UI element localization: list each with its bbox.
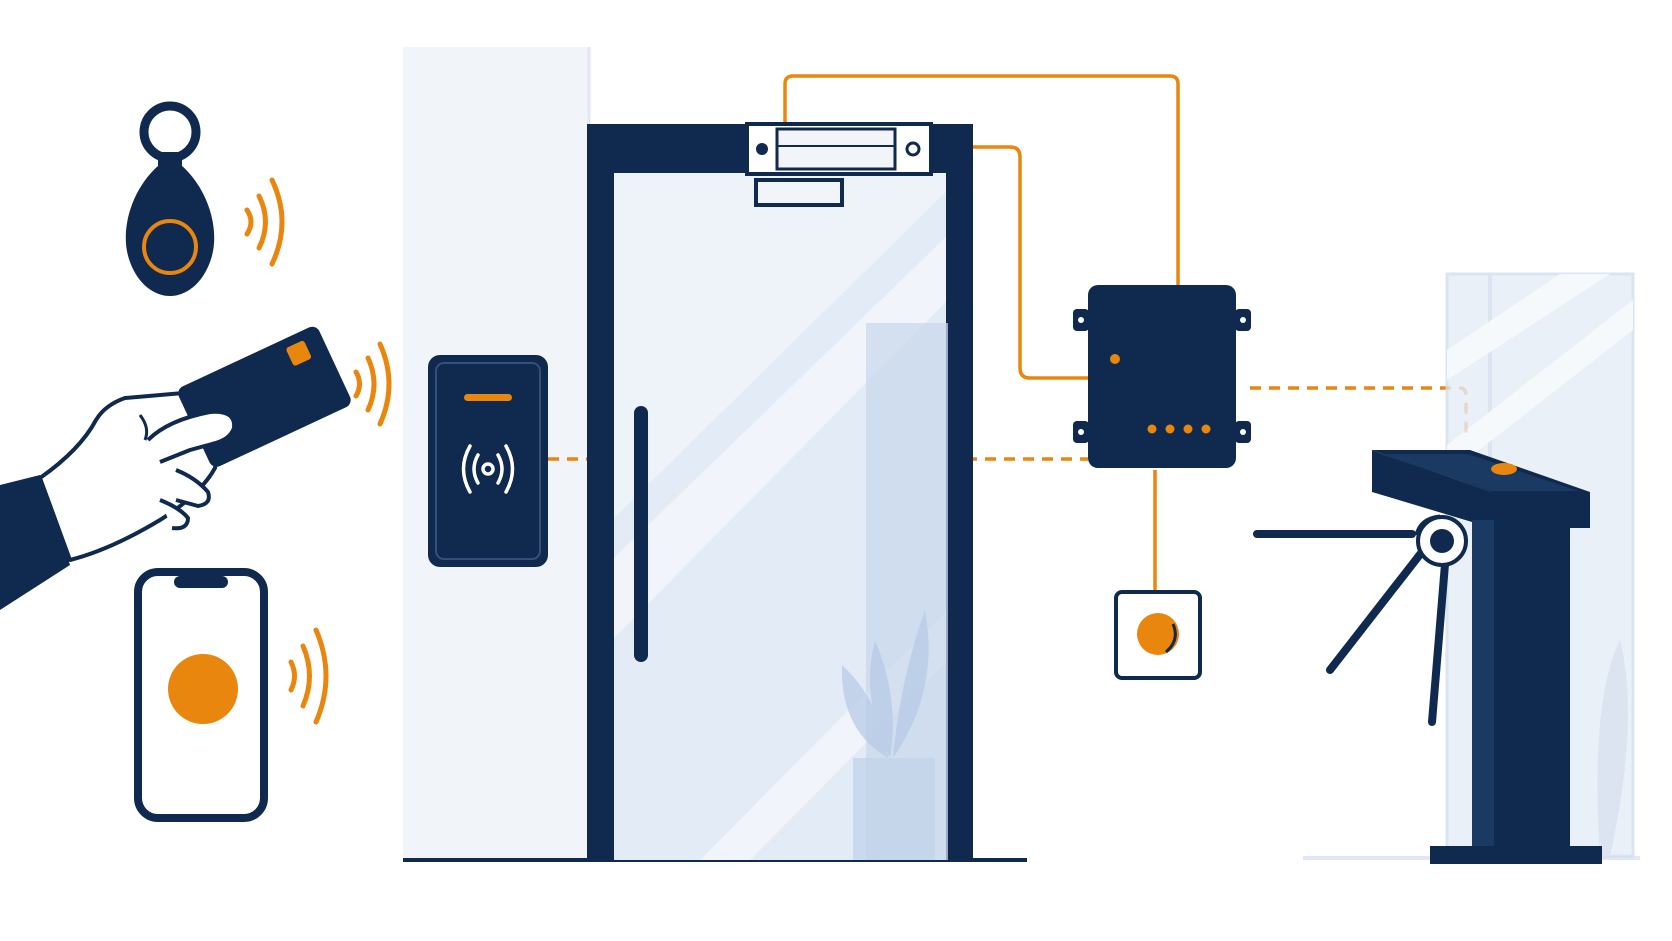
phone-waves-icon [288, 627, 329, 725]
turnstile-arm[interactable] [1428, 548, 1450, 726]
controller-power-led [1110, 354, 1120, 364]
card-chip [286, 340, 312, 366]
phone-notch [174, 576, 228, 588]
smartphone [134, 568, 268, 822]
door-handle[interactable] [634, 406, 648, 662]
turnstile-indicator [1491, 463, 1517, 475]
controller-status-leds [1147, 424, 1211, 434]
turnstile-arm[interactable] [1326, 544, 1429, 674]
card-reader[interactable] [428, 355, 548, 567]
hand-with-card [0, 326, 351, 610]
turnstile[interactable] [1253, 450, 1602, 864]
card-waves-icon [353, 341, 392, 427]
exit-button[interactable] [1114, 590, 1202, 680]
electromagnetic-lock [745, 122, 933, 207]
wiring-solid [783, 74, 1180, 592]
nfc-icon [461, 444, 515, 494]
plant-icon [841, 610, 935, 860]
reader-status-led [464, 394, 512, 401]
phone-nfc-dot [168, 654, 238, 724]
glass-door[interactable] [587, 124, 973, 860]
key-fob-waves-icon [244, 177, 285, 267]
access-controller [1073, 285, 1251, 468]
key-fob [125, 101, 215, 296]
